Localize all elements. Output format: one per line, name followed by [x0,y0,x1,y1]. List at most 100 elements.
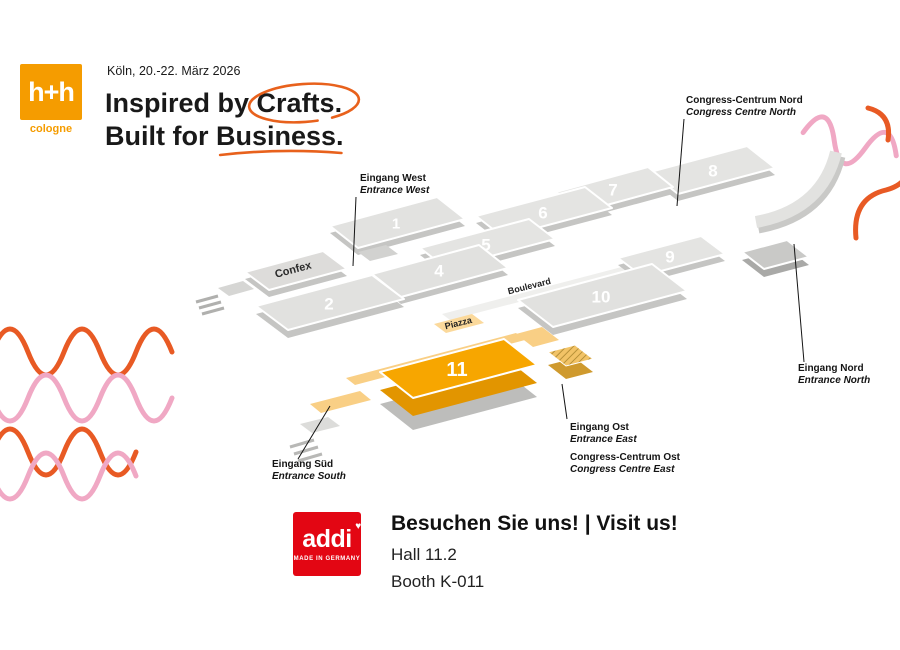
addi-logo-box: addi♥ MADE IN GERMANY [293,512,361,576]
headline-prefix-2: Built for [105,120,216,151]
cc-east-top [546,344,595,367]
entrance-west-pointer [352,196,357,267]
congress-east-en: Congress Centre East [570,464,675,475]
addi-wordmark: addi♥ [302,521,361,553]
congress-north-de: Congress-Centrum Nord [686,95,803,106]
south-stairs [293,445,319,456]
boulevard-walkway [442,258,664,320]
visit-info: Besuchen Sie uns! | Visit us! Hall 11.2 … [391,512,678,592]
south-entrance-steps [289,417,340,463]
hall-9-number: 9 [665,248,674,267]
hall-11-highlighted: 11 [379,338,538,430]
piazza-block [434,314,484,333]
decorative-squiggles-top-right [800,105,900,241]
business-highlight: Business. [215,120,344,157]
addi-logo: addi♥ MADE IN GERMANY [293,512,361,576]
south-ramp [300,417,340,433]
addi-tagline: MADE IN GERMANY [293,555,361,562]
entrance-east-label: Eingang Ost Entrance East [570,422,637,445]
entrance-east-pointer [561,383,568,420]
header-text: Köln, 20.-22. März 2026 Inspired by Craf… [105,64,360,157]
south-stairs [289,438,315,449]
hall-4-number: 4 [434,262,444,281]
booth-number-text: Booth K-011 [391,572,485,591]
hall-6-number: 6 [538,204,547,223]
hall-1-number: 1 [392,216,400,233]
cc-east-side [548,358,593,379]
congress-north-pointer [676,118,685,207]
squiggle-pink-3 [800,114,899,167]
headline-prefix-1: Inspired by [105,88,257,118]
walkway-south-branch [310,391,371,413]
hh-cologne-logo: h+h cologne [20,64,82,135]
squiggle-pink-1 [0,372,175,424]
confex-stairs [198,300,222,310]
entrance-north-de: Eingang Nord [798,363,864,374]
entrance-south-de: Eingang Süd [272,459,333,470]
congress-north-en: Congress Centre North [686,107,796,118]
heart-icon: ♥ [355,520,361,532]
hall-10: 10 [517,263,688,335]
entrance-east-en: Entrance East [570,434,637,445]
footer: addi♥ MADE IN GERMANY Besuchen Sie uns! … [293,512,678,592]
walkway-east-branch [516,327,559,347]
hall-10-number: 10 [592,288,611,307]
congress-centre-north-building [754,150,846,234]
entrance-south-en: Entrance South [272,471,346,482]
entrance-west-en: Entrance West [360,185,430,196]
decorative-squiggles-left [0,326,175,502]
headline-line-2: Built for Business. [105,120,344,157]
hall-1-top [329,196,466,249]
south-stairs [297,452,323,463]
squiggle-orange-2 [0,426,139,478]
headline: Inspired by Crafts. Built for Business. [105,82,360,157]
hall-11-top [379,338,538,399]
confex-top [244,250,348,291]
squiggle-orange-4 [865,105,892,143]
visit-us-text: Besuchen Sie uns! | Visit us! [391,512,678,535]
hall-10-top [517,263,688,328]
confex-stairs [201,306,225,316]
entrance-west-de: Eingang West [360,173,427,184]
entrance-west-label: Eingang West Entrance West [360,173,430,196]
hall-number-text: Hall 11.2 [391,545,457,564]
hall-5-number: 5 [481,236,490,255]
congress-east-de: Congress-Centrum Ost [570,452,681,463]
entrance-east-de: Eingang Ost [570,422,630,433]
hall-7-number: 7 [608,181,617,200]
hall-8-number: 8 [708,162,717,181]
entrance-north-pointer [793,243,805,363]
squiggle-orange-3 [853,180,900,241]
headline-highlight-2: Business. [215,120,344,151]
congress-centre-east-building [546,344,595,379]
hh-logo-icon: h+h [20,64,82,120]
squiggle-orange-1 [0,326,175,378]
confex-annex [218,281,254,296]
ne-building-top [741,239,810,270]
hall-2-top [255,274,405,331]
addi-name: addi [302,524,352,553]
header: h+h cologne Köln, 20.-22. März 2026 Insp… [20,64,360,157]
connector-building [358,245,398,261]
entrance-south-pointer [297,405,331,460]
north-east-building [741,239,810,277]
logo-city: cologne [29,123,73,135]
congress-east-label: Congress-Centrum Ost Congress Centre Eas… [570,452,683,475]
hall-2-number: 2 [324,295,333,314]
hall-1: 1 [329,196,466,255]
congress-north-label: Congress-Centrum Nord Congress Centre No… [686,95,805,118]
squiggle-pink-2 [0,450,139,502]
headline-highlight-1: Crafts. [256,88,343,118]
hall-8: 8 [649,145,776,201]
hall-2: 2 [255,274,405,338]
hall-11-number: 11 [446,359,467,381]
headline-line-1: Inspired by Crafts. [105,82,360,124]
entrance-south-label: Eingang Süd Entrance South [272,459,346,482]
crafts-highlight: Crafts. [247,82,360,124]
logo-text: h+h [28,76,75,107]
confex-stairs [195,294,219,304]
confex-building: Confex [195,250,348,316]
entrance-north-label: Eingang Nord Entrance North [798,363,870,386]
